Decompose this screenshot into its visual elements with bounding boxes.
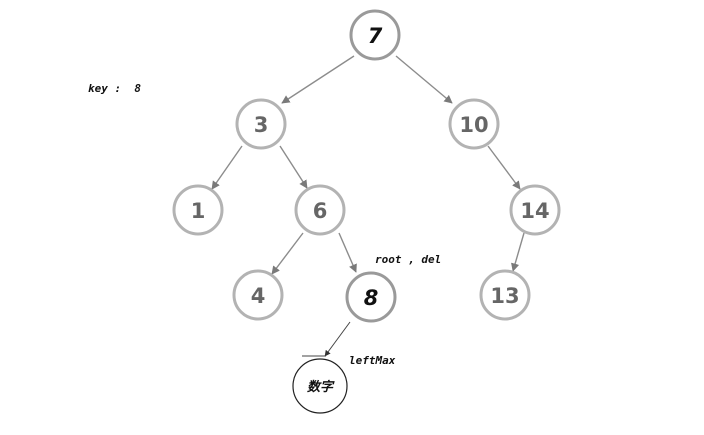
node-10-label: 10 <box>459 113 488 137</box>
node-1: 1 <box>172 184 224 236</box>
edge-3-6 <box>279 145 308 189</box>
edge-6-4 <box>271 232 304 275</box>
node-13-label: 13 <box>490 284 519 308</box>
edge-7-10 <box>395 55 453 104</box>
root-del-annotation: root , del <box>375 253 441 266</box>
leftmax-annotation: leftMax <box>349 354 396 367</box>
node-3-label: 3 <box>254 113 269 137</box>
key-annotation: key : 8 <box>88 82 141 95</box>
node-4-label: 4 <box>251 284 266 308</box>
edge-14-13 <box>511 232 525 272</box>
edge-6-8 <box>338 232 357 273</box>
node-6: 6 <box>294 184 346 236</box>
edge-10-14 <box>487 145 521 190</box>
node-14-label: 14 <box>520 199 549 223</box>
edge-3-1 <box>211 145 243 190</box>
node-4: 4 <box>232 269 284 321</box>
node-3: 3 <box>235 98 287 150</box>
node-1-label: 1 <box>191 199 206 223</box>
node-7: 7 <box>349 9 401 61</box>
node-8-label: 8 <box>364 286 379 310</box>
node-7-label: 7 <box>368 24 383 48</box>
node-digit: 数字 <box>292 358 348 414</box>
node-10: 10 <box>448 98 500 150</box>
edge-7-3 <box>281 55 355 104</box>
node-8: 8 <box>345 271 397 323</box>
node-13: 13 <box>479 269 531 321</box>
node-6-label: 6 <box>313 199 328 223</box>
node-14: 14 <box>509 184 561 236</box>
node-digit-label: 数字 <box>307 379 335 395</box>
edge-8-digit <box>324 321 351 357</box>
